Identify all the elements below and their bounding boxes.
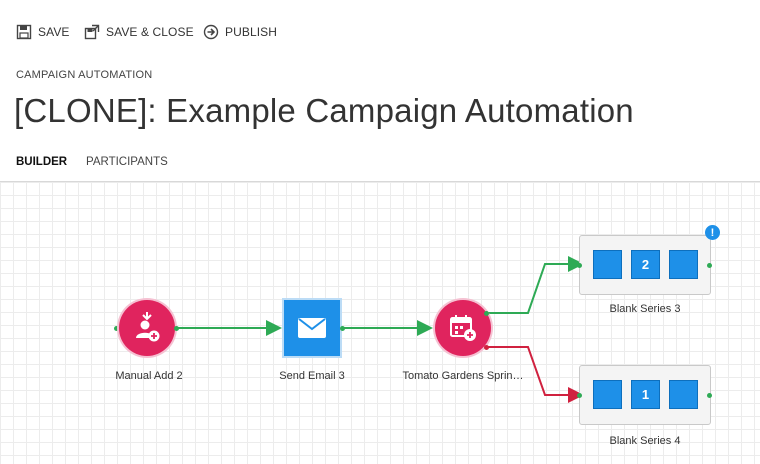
tab-builder[interactable]: BUILDER (16, 156, 68, 168)
wire-tomato-to-series3 (487, 256, 584, 314)
series-step (669, 250, 698, 279)
blank-series-4-label: Blank Series 4 (609, 435, 681, 447)
publish-label: PUBLISH (225, 25, 278, 39)
tab-bar: BUILDER PARTICIPANTS (0, 150, 760, 182)
series-step (669, 380, 698, 409)
toolbar: SAVE SAVE & CLOSE PUBLISH (0, 0, 760, 64)
tab-participants[interactable]: PARTICIPANTS (86, 156, 168, 168)
output-port[interactable] (340, 326, 345, 331)
send-email-node[interactable] (284, 300, 340, 356)
save-close-label: SAVE & CLOSE (106, 25, 194, 39)
breadcrumb: CAMPAIGN AUTOMATION (16, 69, 153, 81)
save-close-icon (84, 24, 100, 40)
blank-series-3-node[interactable]: 2 (577, 235, 712, 295)
calendar-add-icon (450, 315, 476, 341)
tomato-gardens-label: Tomato Gardens Sprin… (402, 370, 524, 382)
output-port[interactable] (707, 393, 712, 398)
blank-series-3-label: Blank Series 3 (609, 303, 681, 315)
series-step (593, 380, 622, 409)
series-count-step: 1 (631, 380, 660, 409)
manual-add-node[interactable] (119, 300, 175, 356)
input-port[interactable] (577, 393, 582, 398)
blank-series-4-node[interactable]: 1 (577, 365, 712, 425)
output-port[interactable] (707, 263, 712, 268)
save-and-close-button[interactable]: SAVE & CLOSE (84, 22, 194, 42)
manual-add-label: Manual Add 2 (115, 370, 183, 382)
series-step (593, 250, 622, 279)
save-button[interactable]: SAVE (16, 22, 70, 42)
tomato-gardens-node[interactable] (435, 300, 491, 356)
connector-wires (176, 256, 584, 403)
failure-port[interactable] (484, 345, 489, 350)
builder-canvas[interactable]: Manual Add 2 Send Email 3 Tomato Gardens… (0, 181, 760, 464)
send-email-label: Send Email 3 (279, 370, 345, 382)
save-label: SAVE (38, 25, 70, 39)
envelope-icon (298, 318, 326, 338)
publish-button[interactable]: PUBLISH (203, 22, 277, 42)
page-title: [CLONE]: Example Campaign Automation (14, 92, 634, 129)
publish-arrow-icon (203, 24, 219, 40)
input-port[interactable] (114, 326, 119, 331)
series-count-step: 2 (631, 250, 660, 279)
user-add-icon (136, 312, 160, 342)
output-port[interactable] (174, 326, 179, 331)
input-port[interactable] (577, 263, 582, 268)
wire-tomato-to-series4 (487, 346, 584, 403)
alert-badge[interactable]: ! (705, 225, 720, 240)
success-port[interactable] (484, 311, 489, 316)
floppy-disk-icon (16, 24, 32, 40)
